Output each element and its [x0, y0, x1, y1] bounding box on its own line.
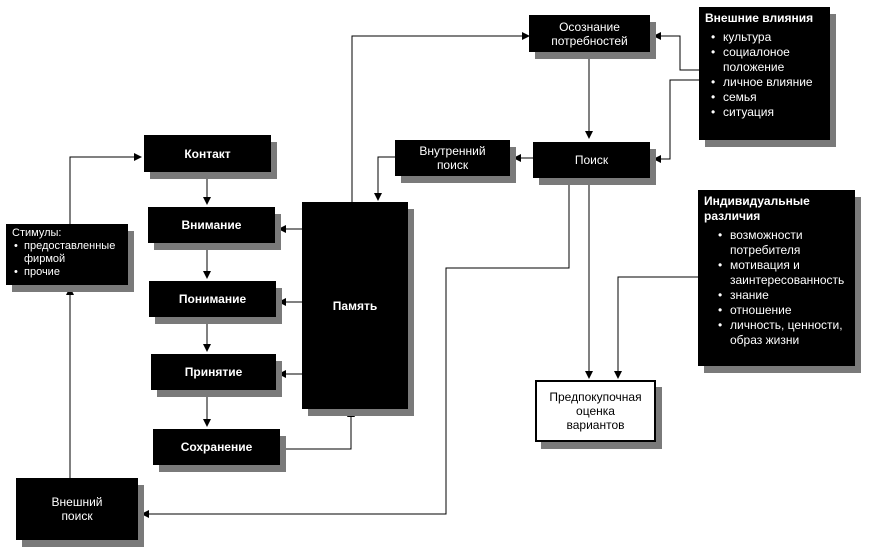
individual-differences-title: Индивидуальные различия [704, 194, 810, 223]
arrow-influences-to-awareness [653, 32, 700, 71]
node-contact: Контакт [144, 135, 271, 172]
arrow-internal-to-memory [374, 156, 395, 201]
arrow-memory-to-awareness [351, 32, 530, 202]
individual-differences-list: возможности потребителя мотивация и заин… [704, 228, 849, 348]
external-influence-item: культура [711, 30, 824, 45]
external-influences-panel: Внешние влияния культура социалоное поло… [699, 7, 830, 140]
stimuli-title: Стимулы: [12, 227, 62, 239]
node-external-search-label: Внешний поиск [51, 495, 103, 523]
individual-difference-item: личность, ценности, образ жизни [718, 318, 849, 348]
node-prepurchase-evaluation: Предпокупочная оценка вариантов [535, 380, 656, 442]
node-awareness-label: Осознание потребностей [551, 19, 628, 48]
node-retention-label: Сохранение [180, 440, 253, 454]
individual-difference-item: знание [718, 288, 849, 303]
node-acceptance-label: Принятие [184, 365, 243, 379]
node-internal-search-label: Внутренний поиск [419, 144, 486, 172]
individual-difference-item: отношение [718, 303, 849, 318]
node-contact-label: Контакт [184, 146, 231, 161]
node-prepurchase-label: Предпокупочная оценка вариантов [549, 390, 642, 432]
individual-difference-item: мотивация и заинтересованность [718, 258, 849, 288]
node-search: Поиск [533, 142, 650, 178]
external-influences-list: культура социалоное положение личное вли… [705, 30, 824, 120]
arrow-retention-to-memory [282, 409, 355, 450]
node-search-label: Поиск [574, 153, 609, 167]
stimuli-item: прочие [14, 266, 122, 279]
node-memory-label: Память [332, 298, 378, 313]
arrow-differences-to-prepurchase [614, 276, 698, 379]
external-influence-item: социалоное положение [711, 45, 824, 75]
stimuli-item: предоставленные фирмой [14, 240, 122, 266]
arrow-search-to-external [141, 178, 570, 518]
external-influences-title: Внешние влияния [705, 11, 814, 25]
external-influence-item: семья [711, 90, 824, 105]
individual-difference-item: возможности потребителя [718, 228, 849, 258]
node-external-search: Внешний поиск [16, 478, 138, 540]
node-internal-search: Внутренний поиск [395, 140, 510, 176]
node-memory: Память [302, 202, 408, 409]
node-attention-label: Внимание [181, 218, 242, 232]
arrow-influences-to-search [653, 79, 700, 163]
external-influence-item: ситуация [711, 105, 824, 120]
individual-differences-panel: Индивидуальные различия возможности потр… [698, 190, 855, 366]
node-understanding-label: Понимание [178, 292, 247, 306]
node-acceptance: Принятие [151, 354, 276, 390]
node-awareness: Осознание потребностей [529, 15, 650, 52]
node-retention: Сохранение [153, 429, 280, 465]
arrow-stimuli-to-contact [69, 153, 142, 224]
external-influence-item: личное влияние [711, 75, 824, 90]
node-attention: Внимание [148, 207, 275, 243]
node-understanding: Понимание [149, 281, 276, 317]
stimuli-box: Стимулы: предоставленные фирмой прочие [6, 224, 128, 285]
stimuli-list: предоставленные фирмой прочие [12, 240, 122, 279]
